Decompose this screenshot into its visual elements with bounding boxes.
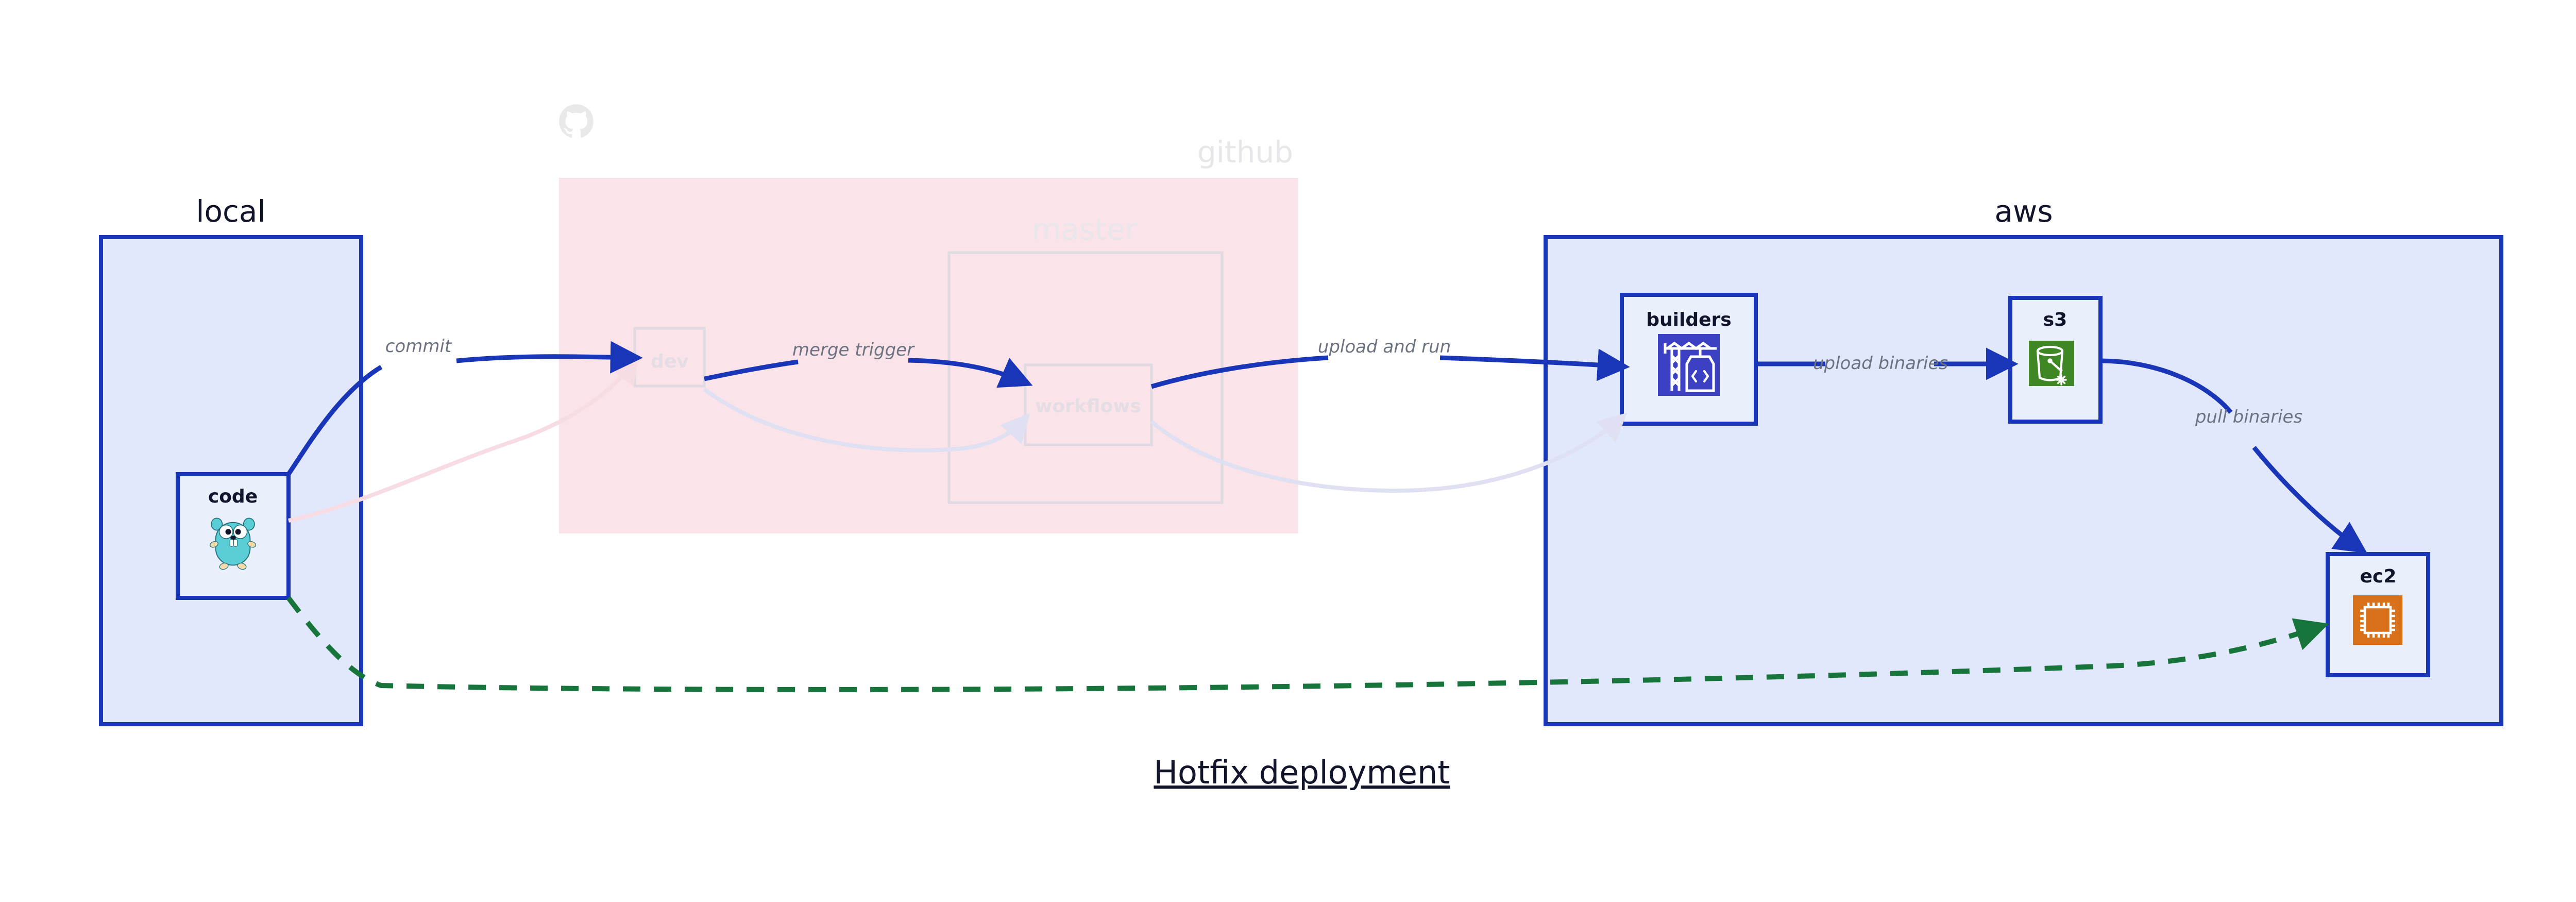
edge-dev-workflows-faded xyxy=(703,387,1030,453)
node-workflows[interactable]: workflows xyxy=(1024,363,1153,446)
edge-code-dev-faded xyxy=(288,355,639,523)
node-code-label: code xyxy=(208,486,258,507)
edge-code-dev-seg1 xyxy=(286,365,383,476)
edge-workflows-builders-faded xyxy=(1150,412,1628,493)
aws-codebuild-icon xyxy=(1658,334,1720,396)
node-dev-label: dev xyxy=(651,351,689,372)
cluster-master-box xyxy=(947,251,1224,504)
node-ec2-label: ec2 xyxy=(2360,566,2397,587)
edge-dev-workflows-seg1 xyxy=(704,359,799,381)
cluster-local[interactable]: local code xyxy=(99,194,363,726)
edge-dev-workflows-seg2 xyxy=(908,358,1033,388)
aws-ec2-chip-icon xyxy=(2353,595,2402,645)
node-workflows-label: workflows xyxy=(1035,396,1141,417)
node-dev[interactable]: dev xyxy=(633,327,706,388)
edge-label-upload-binaries: upload binaries xyxy=(1813,353,1948,374)
cluster-github[interactable]: github master dev workflows xyxy=(559,104,1298,533)
cluster-aws[interactable]: aws builders xyxy=(1544,194,2503,726)
node-workflows-box xyxy=(1024,363,1153,446)
edge-workflows-builders-seg2 xyxy=(1439,348,1630,381)
edge-workflows-builders-seg1 xyxy=(1150,355,1329,389)
edge-s3-ec2-seg2 xyxy=(2252,446,2368,554)
node-s3-label: s3 xyxy=(2043,309,2067,330)
edge-label-commit: commit xyxy=(385,336,452,357)
edge-code-dev-seg2 xyxy=(456,341,643,374)
github-octocat-icon xyxy=(559,104,594,138)
diagram-title: Hotfix deployment xyxy=(1154,754,1450,791)
cluster-github-label: github xyxy=(1197,135,1293,170)
cluster-local-label: local xyxy=(196,194,265,229)
edge-label-pull-binaries: pull binaries xyxy=(2195,407,2302,427)
aws-s3-glacier-bucket-icon xyxy=(2029,341,2074,386)
go-gopher-icon xyxy=(210,517,256,570)
node-ec2[interactable]: ec2 xyxy=(2326,552,2430,677)
edge-s3-ec2-seg1 xyxy=(2100,358,2233,414)
edge-label-merge-trigger: merge trigger xyxy=(792,340,915,360)
edge-code-ec2-dashed xyxy=(286,596,2329,692)
cluster-master[interactable]: master xyxy=(947,212,1224,504)
cluster-aws-label: aws xyxy=(1994,194,2053,229)
node-builders-label: builders xyxy=(1646,309,1731,330)
node-builders[interactable]: builders xyxy=(1620,293,1758,426)
node-s3[interactable]: s3 xyxy=(2008,296,2103,424)
edge-label-upload-and-run: upload and run xyxy=(1318,337,1451,357)
cluster-master-label: master xyxy=(1032,212,1138,247)
node-code[interactable]: code xyxy=(176,472,291,600)
cluster-github-box xyxy=(559,178,1298,533)
